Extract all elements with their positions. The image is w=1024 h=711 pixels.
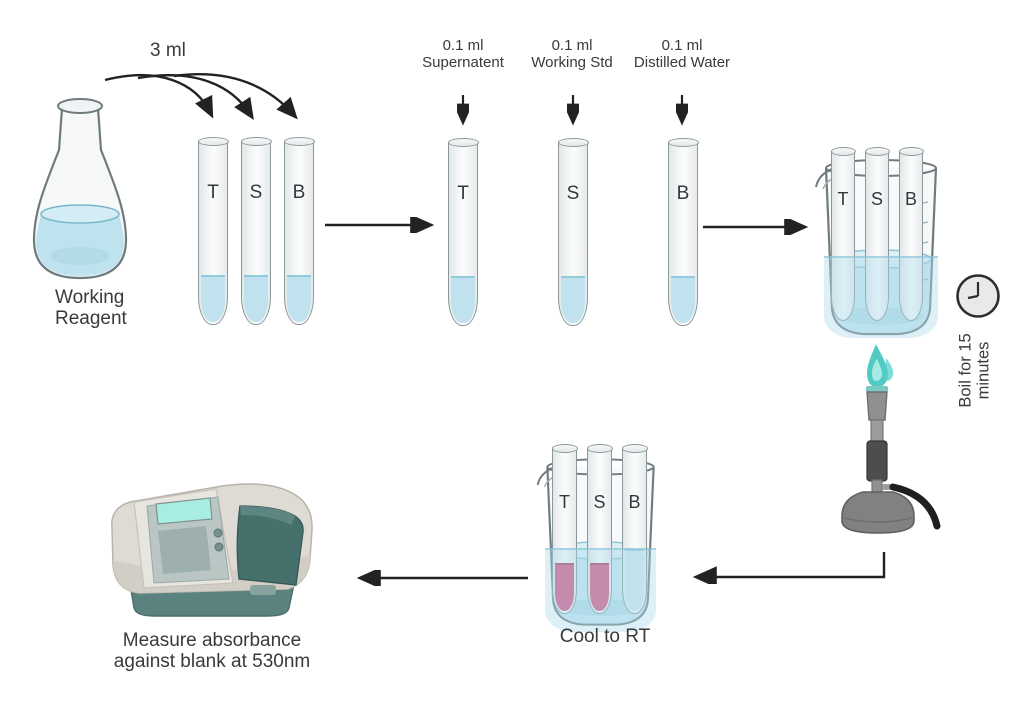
bunsen-burner-icon (841, 344, 941, 534)
boil-label: Boil for 15 minutes (957, 315, 994, 425)
volume-label: 3 ml (150, 40, 186, 61)
addition-name: Distilled Water (633, 53, 731, 71)
boil-label-line1: Boil for 15 (956, 333, 975, 408)
tube-b-label: B (292, 182, 306, 203)
addition-label-supernatent: 0.1 ml Supernatent (403, 37, 523, 72)
tube-t-sample: T (447, 138, 479, 326)
tube-b-reagent: B (283, 137, 315, 325)
tube-s-label: S (249, 182, 263, 203)
tube-b-cooled: B (621, 444, 648, 614)
pink-result-liquid (590, 563, 609, 611)
addition-amount: 0.1 ml (661, 37, 703, 54)
tube-s-label: S (870, 189, 883, 209)
tube-s-label: S (593, 492, 606, 512)
flask-label-line1: Working (55, 287, 125, 308)
tube-b-sample: B (667, 138, 699, 326)
tube-s-reagent: S (240, 137, 272, 325)
addition-label-working-std: 0.1 ml Working Std (512, 37, 632, 72)
tube-t-cooled: T (551, 444, 578, 614)
clock-icon (956, 274, 1000, 318)
boil-label-line2: minutes (975, 341, 993, 400)
reagent-liquid (451, 276, 475, 323)
measure-label-line1: Measure absorbance (122, 630, 302, 651)
tube-t-label: T (457, 183, 469, 204)
tube-t-reagent: T (197, 137, 229, 325)
tube-t-boiling: T (830, 147, 856, 321)
blank-liquid (625, 549, 644, 611)
down-arrow-icon (567, 95, 579, 126)
down-arrow-icon (676, 95, 688, 126)
tube-s-sample: S (557, 138, 589, 326)
elbow-arrow-icon (692, 552, 886, 584)
cooling-beaker-icon: T S B (528, 444, 673, 636)
flow-arrow-icon (703, 219, 809, 235)
tube-t-label: T (207, 182, 219, 203)
tube-b-label: B (676, 183, 690, 204)
tube-s-cooled: S (586, 444, 613, 614)
pour-arrows-icon (104, 73, 298, 121)
spectrophotometer-icon (111, 483, 313, 617)
reagent-liquid (287, 275, 311, 322)
flask-label-line2: Reagent (55, 308, 127, 330)
tube-t-label: T (559, 492, 570, 512)
tube-s-boiling: S (864, 147, 890, 321)
flow-arrow-icon (356, 570, 528, 586)
addition-amount: 0.1 ml (442, 37, 484, 54)
measure-label: Measure absorbance against blank at 530n… (92, 630, 332, 673)
measure-label-line2: against blank at 530nm (113, 651, 311, 673)
reagent-liquid (244, 275, 268, 322)
addition-name: Supernatent (422, 53, 504, 71)
addition-name: Working Std (531, 53, 613, 71)
flask-label: Working Reagent (55, 287, 127, 330)
reagent-liquid (561, 276, 585, 323)
tube-b-label: B (904, 189, 917, 209)
pink-result-liquid (555, 563, 574, 611)
cool-label: Cool to RT (559, 626, 651, 647)
down-arrow-icon (457, 95, 469, 126)
boiling-beaker-icon: T S B (806, 146, 956, 346)
reagent-liquid (671, 276, 695, 323)
addition-label-distilled-water: 0.1 ml Distilled Water (622, 37, 742, 72)
tube-t-label: T (837, 189, 849, 209)
reagent-liquid (201, 275, 225, 322)
erlenmeyer-flask-icon (32, 98, 128, 280)
tube-b-label: B (628, 492, 641, 512)
tube-s-label: S (566, 183, 580, 204)
flow-arrow-icon (325, 217, 435, 233)
tube-b-boiling: B (898, 147, 924, 321)
addition-amount: 0.1 ml (551, 37, 593, 54)
